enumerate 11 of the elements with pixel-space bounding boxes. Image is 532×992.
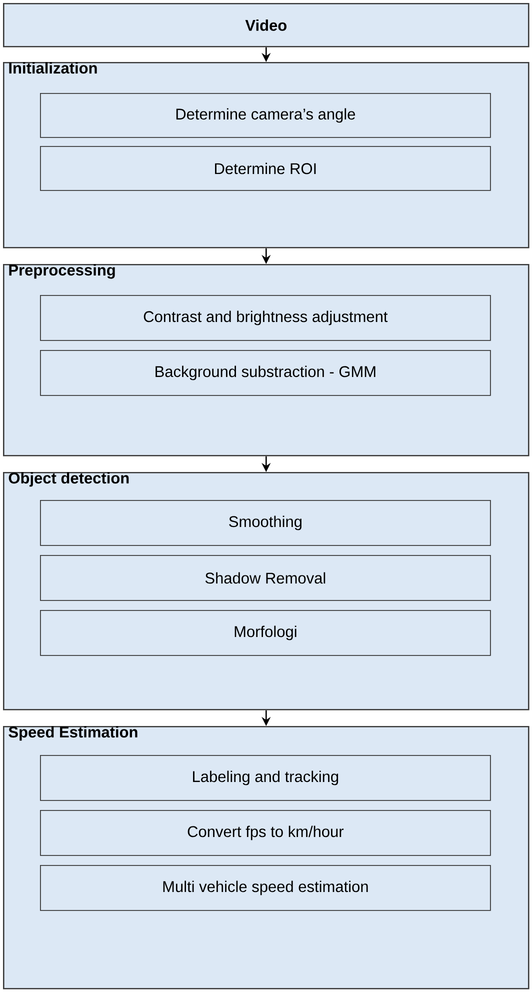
process-box: Convert fps to km/hour <box>40 810 491 856</box>
process-box: Smoothing <box>40 500 491 546</box>
process-box: Multi vehicle speed estimation <box>40 865 491 911</box>
process-box: Contrast and brightness adjustment <box>40 295 491 341</box>
process-box: Labeling and tracking <box>40 755 491 801</box>
process-box: Shadow Removal <box>40 555 491 601</box>
process-box: Background substraction - GMM <box>40 350 491 396</box>
process-box: Determine camera’s angle <box>40 93 491 138</box>
input-box: Video <box>3 3 530 48</box>
process-box: Morfologi <box>40 610 491 656</box>
process-box: Determine ROI <box>40 146 491 191</box>
